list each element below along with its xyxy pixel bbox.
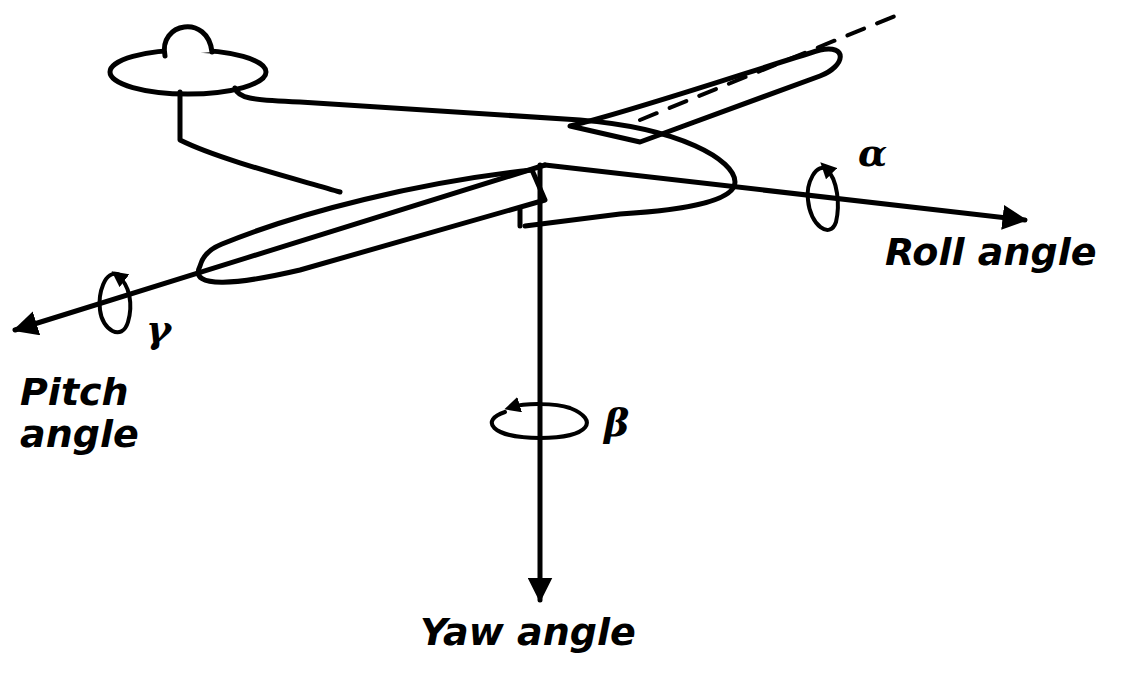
axis-label: Pitch angle: [20, 372, 170, 456]
roll-axis: [545, 165, 1025, 220]
tail-fin: [164, 27, 212, 56]
angle-symbol: α: [858, 132, 887, 174]
pitch-rotation-loop: [100, 274, 131, 332]
near-wing: [198, 170, 545, 282]
angle-symbol: β: [604, 402, 629, 444]
yaw-axis: [538, 165, 543, 600]
roll-rotation-loop: [808, 168, 838, 230]
axis-label: Yaw angle: [420, 612, 636, 654]
fuselage-bottom: [180, 92, 340, 192]
yaw-rotation-loop: [492, 404, 587, 438]
axis-label: Roll angle: [885, 232, 1096, 274]
tail-plane: [110, 50, 266, 94]
pitch-axis: [15, 165, 545, 330]
angle-symbol: γ: [146, 308, 171, 350]
wing-dashed-line: [640, 14, 900, 120]
